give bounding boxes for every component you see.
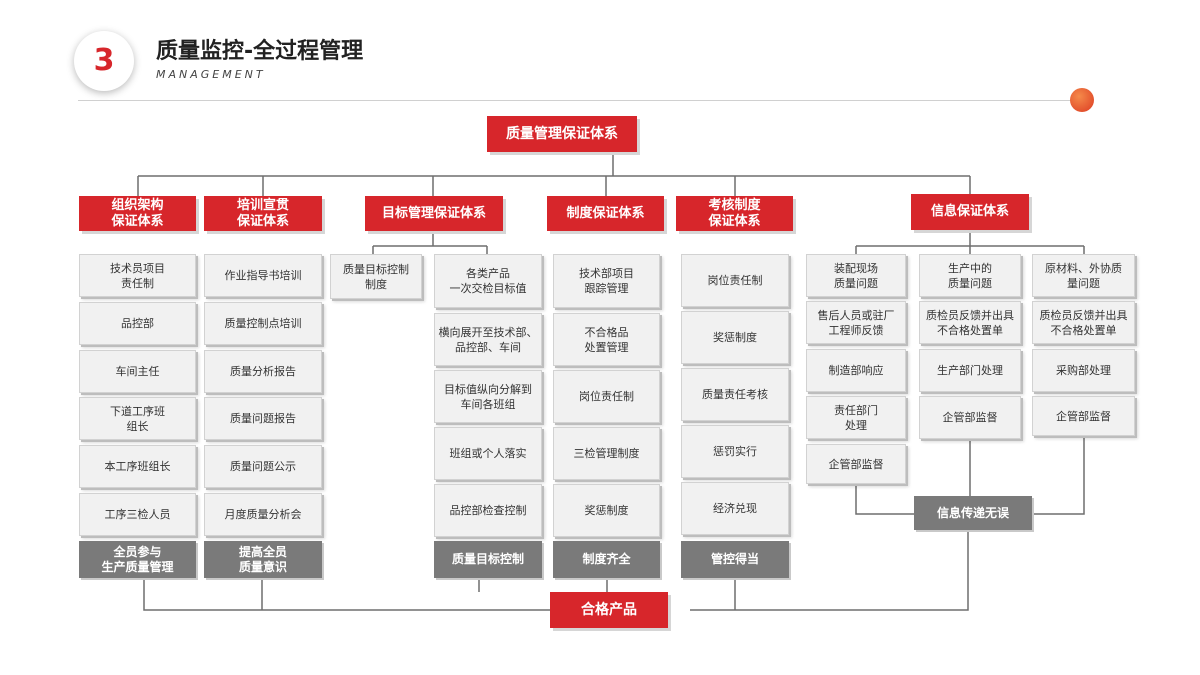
- info-col1-item: 装配现场 质量问题: [806, 254, 906, 297]
- target-left-item: 质量目标控制 制度: [330, 254, 422, 299]
- org-result: 全员参与 生产质量管理: [79, 541, 196, 578]
- page-subtitle: MANAGEMENT: [156, 68, 266, 81]
- target-item: 班组或个人落实: [434, 427, 542, 480]
- info-col2-item: 质检员反馈并出具 不合格处置单: [919, 301, 1021, 344]
- org-item: 下道工序班 组长: [79, 397, 196, 440]
- training-item: 质量控制点培训: [204, 302, 322, 345]
- assessment-item: 经济兑现: [681, 482, 789, 535]
- system-item: 岗位责任制: [553, 370, 660, 423]
- assessment-item: 奖惩制度: [681, 311, 789, 364]
- assessment-item: 惩罚实行: [681, 425, 789, 478]
- info-col1-item: 售后人员或驻厂 工程师反馈: [806, 301, 906, 344]
- org-item: 工序三检人员: [79, 493, 196, 536]
- training-item: 质量问题公示: [204, 445, 322, 488]
- training-item: 质量分析报告: [204, 350, 322, 393]
- info-col2-item: 企管部监督: [919, 396, 1021, 439]
- system-system-title: 制度保证体系: [547, 196, 664, 231]
- connector-info-merge: [855, 434, 1085, 515]
- page-title: 质量监控-全过程管理: [156, 39, 364, 64]
- org-system-title: 组织架构 保证体系: [79, 196, 196, 231]
- section-number: 3: [93, 43, 115, 78]
- org-item: 本工序班组长: [79, 445, 196, 488]
- info-col1-item: 制造部响应: [806, 349, 906, 392]
- root-node: 质量管理保证体系: [487, 116, 637, 152]
- target-result: 质量目标控制: [434, 541, 542, 578]
- system-item: 奖惩制度: [553, 484, 660, 537]
- info-col1-item: 企管部监督: [806, 444, 906, 484]
- info-col2-item: 生产部门处理: [919, 349, 1021, 392]
- connector-target-split: [372, 231, 488, 254]
- header-divider: [78, 100, 1084, 101]
- training-system-title: 培训宣贯 保证体系: [204, 196, 322, 231]
- assessment-result: 管控得当: [681, 541, 789, 578]
- info-col3-item: 质检员反馈并出具 不合格处置单: [1032, 301, 1135, 344]
- training-item: 月度质量分析会: [204, 493, 322, 536]
- info-col1-item: 责任部门 处理: [806, 396, 906, 439]
- system-item: 不合格品 处置管理: [553, 313, 660, 366]
- org-item: 品控部: [79, 302, 196, 345]
- training-result: 提高全员 质量意识: [204, 541, 322, 578]
- accent-dot: [1070, 88, 1094, 112]
- training-item: 作业指导书培训: [204, 254, 322, 297]
- system-item: 技术部项目 跟踪管理: [553, 254, 660, 308]
- system-item: 三检管理制度: [553, 427, 660, 480]
- assessment-item: 质量责任考核: [681, 368, 789, 421]
- target-item: 横向展开至技术部、 品控部、车间: [434, 313, 542, 366]
- assessment-system-title: 考核制度 保证体系: [676, 196, 793, 231]
- info-col3-item: 企管部监督: [1032, 396, 1135, 436]
- system-result: 制度齐全: [553, 541, 660, 578]
- training-item: 质量问题报告: [204, 397, 322, 440]
- target-item: 目标值纵向分解到 车间各班组: [434, 370, 542, 423]
- target-item: 品控部检查控制: [434, 484, 542, 537]
- info-system-title: 信息保证体系: [911, 194, 1029, 230]
- assessment-item: 岗位责任制: [681, 254, 789, 307]
- info-col2-item: 生产中的 质量问题: [919, 254, 1021, 297]
- org-item: 技术员项目 责任制: [79, 254, 196, 297]
- connector-info-split: [855, 230, 1085, 254]
- info-col3-item: 采购部处理: [1032, 349, 1135, 392]
- org-item: 车间主任: [79, 350, 196, 393]
- bottom-node: 合格产品: [550, 592, 668, 628]
- section-number-badge: 3: [74, 31, 134, 91]
- target-item: 各类产品 一次交检目标值: [434, 254, 542, 308]
- info-col3-item: 原材料、外协质 量问题: [1032, 254, 1135, 297]
- info-result: 信息传递无误: [914, 496, 1032, 530]
- target-system-title: 目标管理保证体系: [365, 196, 503, 231]
- connector-bottom-bus: [143, 530, 969, 611]
